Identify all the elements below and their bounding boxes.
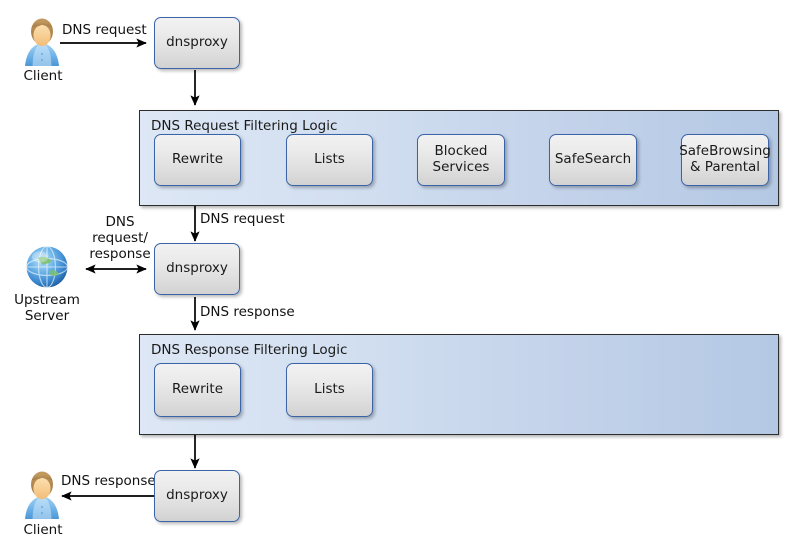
globe-icon [25,245,69,289]
edge-label-upstream-exchange: DNS request/ response [89,214,151,263]
user-avatar-icon [25,471,59,519]
dnsproxy-middle-label: dnsproxy [166,260,228,277]
stage-req-rewrite[interactable]: Rewrite [154,134,241,186]
stage-req-blocked-services-label: Blocked Services [432,143,490,175]
stage-req-safebrowsing-parental[interactable]: SafeBrowsing & Parental [679,134,771,186]
edge-label-dnsproxy-to-client: DNS response [61,473,156,489]
stage-req-safesearch[interactable]: SafeSearch [549,134,637,186]
dns-request-filtering-title: DNS Request Filtering Logic [151,118,338,134]
stage-req-blocked-services[interactable]: Blocked Services [417,134,505,186]
stage-req-safesearch-label: SafeSearch [554,151,632,168]
dnsproxy-bottom-node[interactable]: dnsproxy [154,470,240,522]
stage-req-rewrite-label: Rewrite [171,151,224,168]
client-top-caption: Client [23,68,63,84]
dns-response-filtering-title: DNS Response Filtering Logic [151,342,348,358]
stage-resp-lists[interactable]: Lists [286,363,373,417]
stage-resp-rewrite-label: Rewrite [171,381,224,398]
dnsproxy-top-node[interactable]: dnsproxy [154,17,240,69]
stage-req-safebrowsing-parental-label: SafeBrowsing & Parental [679,143,771,175]
edge-label-dnsproxy-to-request-filter: DNS request [200,211,285,227]
dnsproxy-middle-node[interactable]: dnsproxy [154,243,240,295]
dnsproxy-bottom-label: dnsproxy [166,487,228,504]
stage-resp-lists-label: Lists [314,381,345,398]
dns-response-filtering-group: DNS Response Filtering Logic [139,334,779,435]
dnsproxy-top-label: dnsproxy [166,34,228,51]
client-bottom-caption: Client [23,522,63,538]
edge-label-dnsproxy-to-response-filter: DNS response [200,304,295,320]
edge-label-client-to-dnsproxy: DNS request [62,22,147,38]
upstream-server-caption: Upstream Server [14,292,80,325]
user-avatar-icon [25,18,59,66]
stage-req-lists-label: Lists [314,151,345,168]
stage-req-lists[interactable]: Lists [286,134,373,186]
stage-resp-rewrite[interactable]: Rewrite [154,363,241,417]
